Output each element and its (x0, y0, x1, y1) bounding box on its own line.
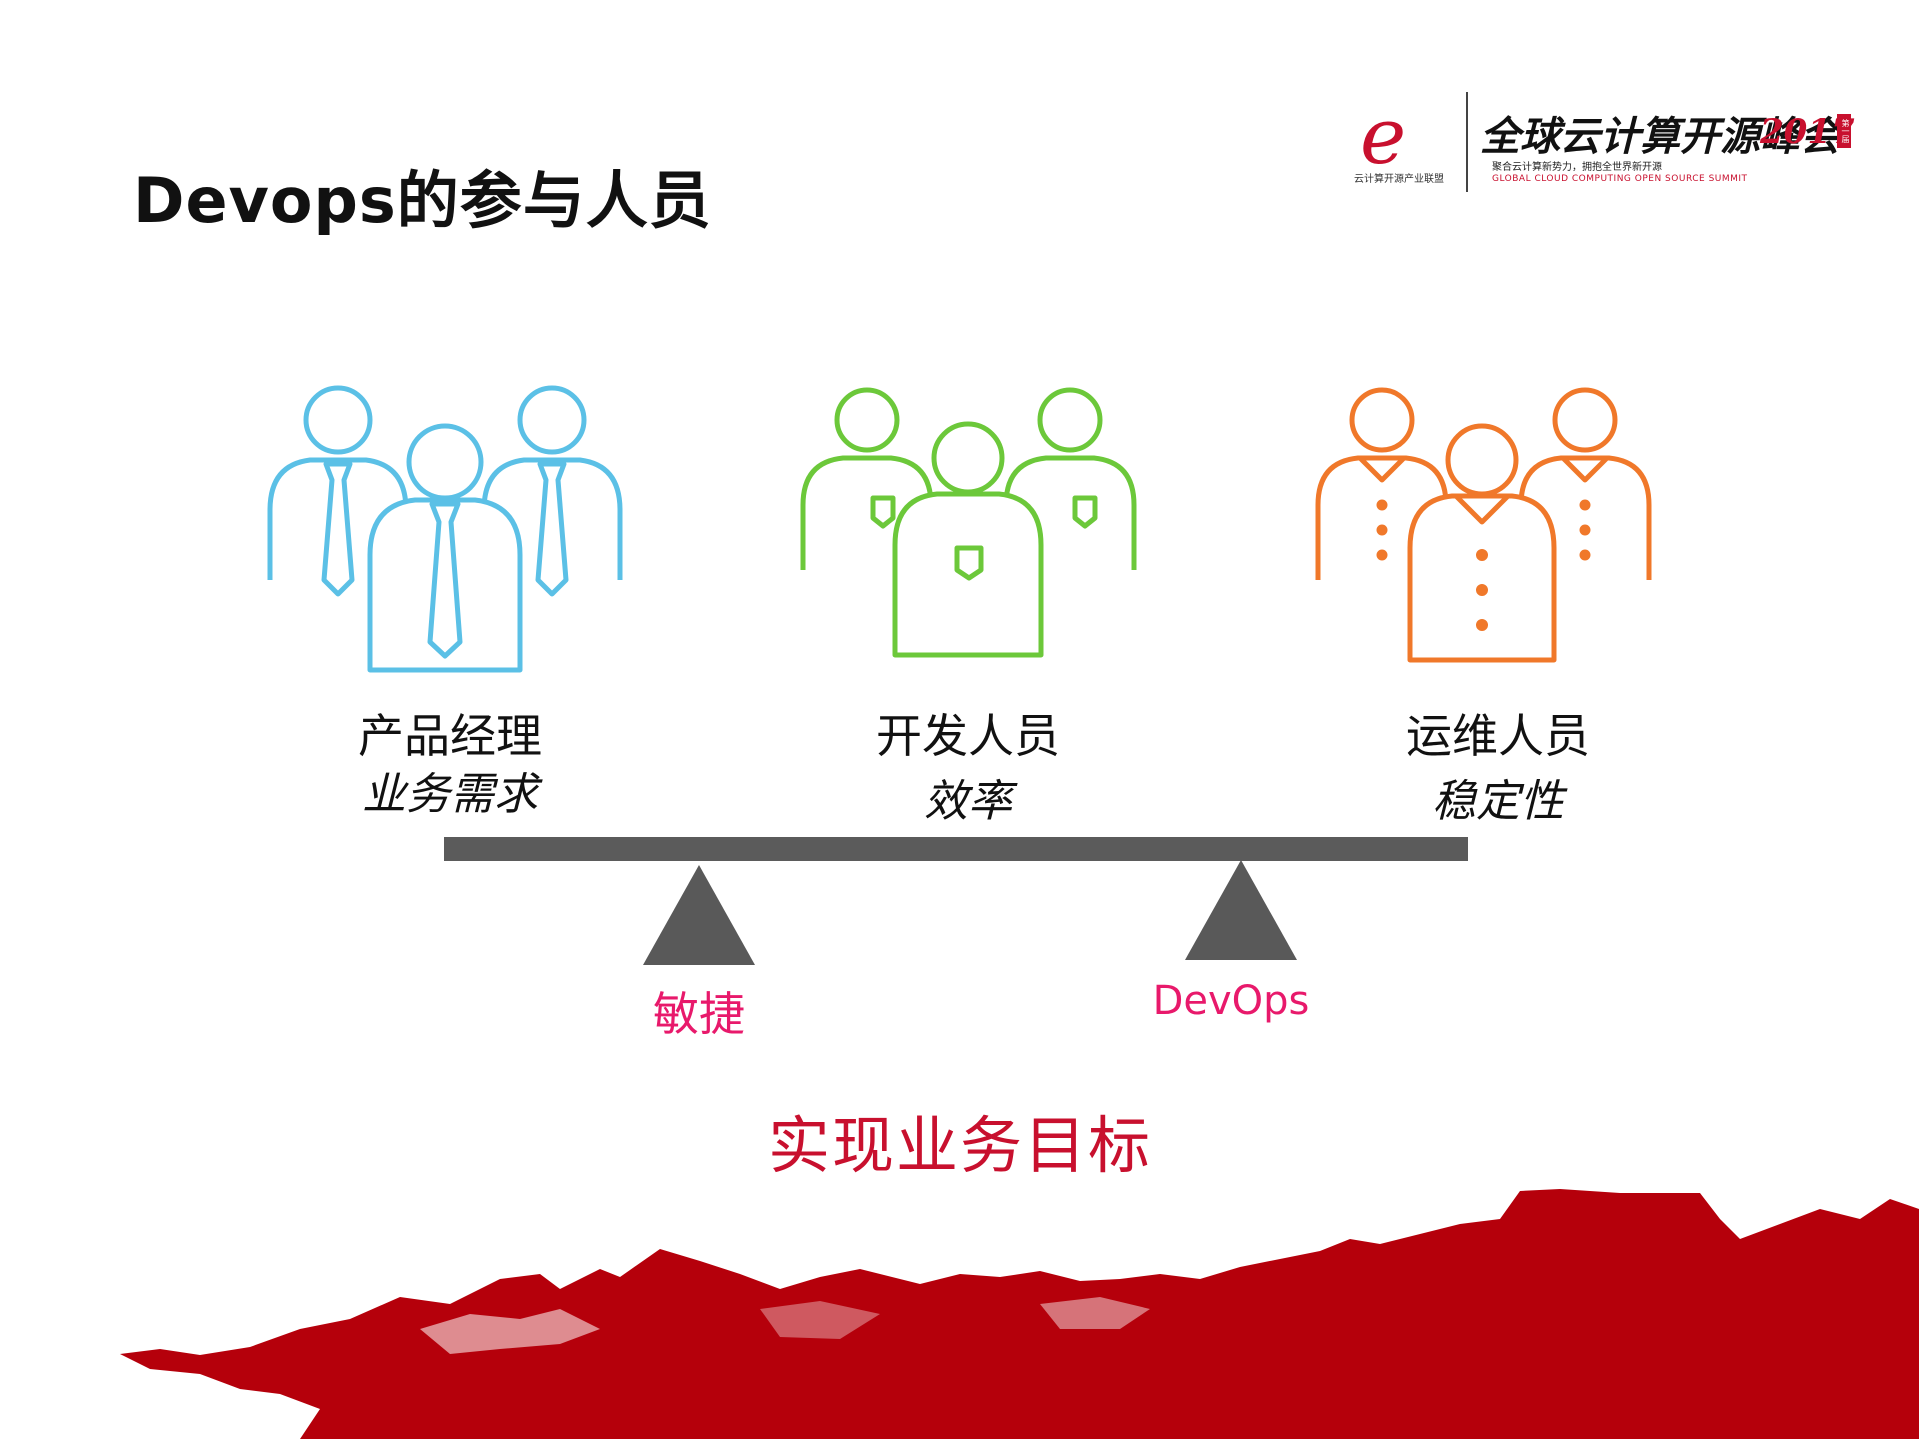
logo-org: 云计算开源产业联盟 (1354, 174, 1444, 185)
logo-divider (1466, 92, 1468, 192)
slide-title: Devops的参与人员 (133, 164, 712, 237)
balance-beam (444, 837, 1468, 861)
logo-summit-name: 全球云计算开源峰会 (1480, 113, 1840, 160)
left-fulcrum-triangle (643, 865, 755, 965)
right-fulcrum-triangle (1185, 860, 1297, 960)
summit-logo: e 云计算开源产业联盟 全球云计算开源峰会 2017 第一届 聚合云计算新势力，… (1352, 92, 1855, 202)
logo-badge: 第一届 (1837, 114, 1851, 148)
ops-people-icon (1315, 387, 1652, 663)
logo-tagline-en: GLOBAL CLOUD COMPUTING OPEN SOURCE SUMMI… (1492, 174, 1748, 184)
label-devops: DevOps (1152, 978, 1310, 1024)
group-product-managers (260, 380, 640, 680)
logo-tagline: 聚合云计算新势力，拥抱全世界新开源 (1492, 162, 1662, 173)
group-subtitle-operations: 稳定性 (1432, 776, 1564, 827)
group-title-operations: 运维人员 (1406, 709, 1590, 763)
business-people-icon (267, 385, 623, 673)
group-subtitle-developers: 效率 (924, 776, 1012, 827)
group-title-developers: 开发人员 (876, 709, 1060, 763)
logo-mark: e (1360, 92, 1407, 182)
developer-people-icon (800, 387, 1137, 658)
group-developers (795, 380, 1175, 680)
great-wall-silhouette (120, 1189, 1919, 1439)
group-subtitle-product-managers: 业务需求 (362, 769, 538, 820)
label-agile: 敏捷 (653, 987, 745, 1041)
group-operations (1310, 380, 1690, 680)
business-goal-text: 实现业务目标 (767, 1109, 1152, 1182)
group-title-product-managers: 产品经理 (358, 709, 542, 763)
